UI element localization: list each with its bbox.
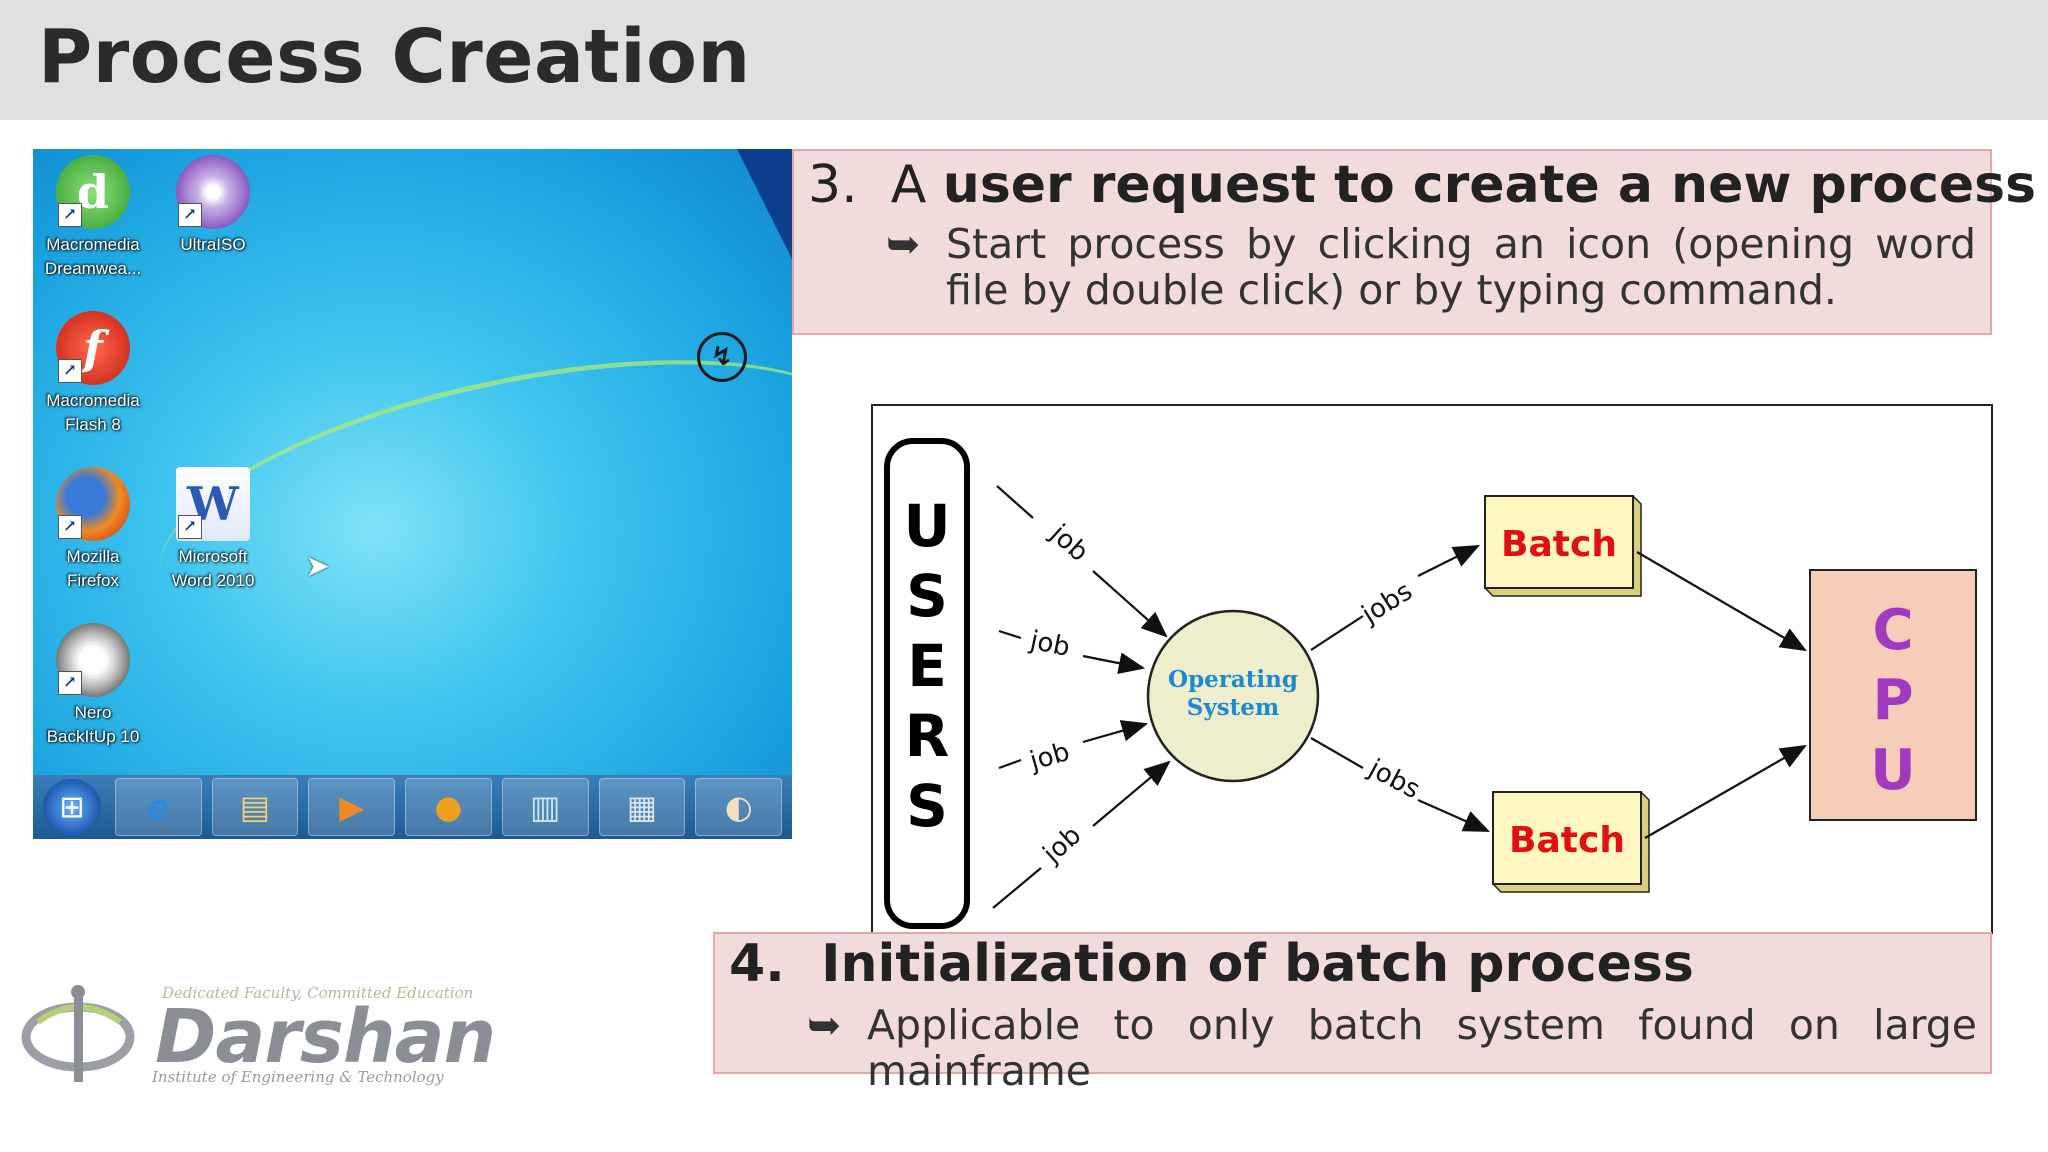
point-3-number: 3. bbox=[808, 155, 858, 215]
logo-tagline: Dedicated Faculty, Committed Education bbox=[162, 984, 474, 1002]
job-label: job bbox=[1027, 625, 1073, 663]
clock-gadget-icon[interactable]: ↯ bbox=[697, 332, 747, 382]
page-title: Process Creation bbox=[38, 14, 751, 100]
logo-name: Darshan bbox=[155, 994, 496, 1080]
desktop-icon-label: Mozilla Firefox bbox=[66, 547, 120, 590]
cpu-letter: C bbox=[1872, 598, 1913, 663]
taskbar-media-player-icon[interactable]: ▶ bbox=[308, 778, 396, 836]
batch-diagram-svg: U S E R S job job job job Operating S bbox=[884, 438, 1977, 929]
batch-to-cpu-arrow-top bbox=[1636, 551, 1807, 652]
dreamweaver-icon: d↗ bbox=[56, 155, 130, 229]
point-4-bold: Initialization of batch process bbox=[821, 934, 1694, 994]
desktop-icon-flash[interactable]: f↗ Macromedia Flash 8 bbox=[33, 311, 153, 437]
desktop-icon-label: Macromedia Flash 8 bbox=[46, 391, 140, 434]
batch-to-cpu-arrow-bottom bbox=[1644, 744, 1807, 839]
users-letter: R bbox=[905, 702, 950, 770]
desktop-icon-word[interactable]: W↗ Microsoft Word 2010 bbox=[153, 467, 273, 593]
job-label: job bbox=[1044, 518, 1094, 567]
point-4-heading: 4. Initialization of batch process bbox=[729, 934, 1694, 994]
os-label-line2: System bbox=[1187, 694, 1280, 721]
point-4-box: 4. Initialization of batch process ➥ App… bbox=[713, 932, 1992, 1094]
desktop-icon-label: UltraISO bbox=[180, 235, 246, 254]
job-arrow-3 bbox=[1082, 720, 1149, 744]
word-icon: W↗ bbox=[176, 467, 250, 541]
users-box bbox=[884, 438, 970, 929]
users-letter: U bbox=[903, 492, 950, 560]
taskbar: ⊞ e ▤ ▶ ● ▥ ▦ ◐ bbox=[33, 775, 792, 839]
jobs-line-top-a bbox=[1310, 615, 1364, 651]
cpu-box bbox=[1809, 569, 1977, 821]
jobs-label: jobs bbox=[1356, 576, 1418, 630]
job-label: job bbox=[1026, 737, 1073, 777]
start-button[interactable]: ⊞ bbox=[43, 779, 101, 835]
batch-diagram: U S E R S job job job job Operating S bbox=[871, 404, 1993, 934]
cpu-letter: P bbox=[1872, 668, 1913, 733]
point-3-bold: user request to create a new process bbox=[942, 155, 2037, 215]
users-letter: E bbox=[907, 632, 947, 700]
batch-box-top: Batch bbox=[1484, 495, 1642, 597]
job-line-2a bbox=[998, 629, 1022, 640]
desktop-icon-label: Nero BackItUp 10 bbox=[46, 703, 140, 746]
firefox-icon: ↗ bbox=[56, 467, 130, 541]
flash-icon: f↗ bbox=[56, 311, 130, 385]
point-3-box: 3. A user request to create a new proces… bbox=[792, 149, 2036, 335]
disc-icon: ↗ bbox=[176, 155, 250, 229]
job-arrow-1 bbox=[1092, 570, 1168, 638]
batch-box-bottom: Batch bbox=[1492, 791, 1650, 893]
taskbar-notepad-icon[interactable]: ▥ bbox=[501, 778, 589, 836]
jobs-arrow-bottom bbox=[1417, 798, 1491, 833]
taskbar-app-icon[interactable]: ● bbox=[405, 778, 492, 836]
batch-label: Batch bbox=[1509, 820, 1625, 861]
os-label-line1: Operating bbox=[1168, 666, 1298, 693]
point-4-number: 4. bbox=[729, 934, 785, 994]
job-arrow-4 bbox=[1092, 760, 1171, 827]
jobs-arrow-top bbox=[1417, 545, 1480, 577]
desktop-icon-label: Microsoft Word 2010 bbox=[171, 547, 255, 590]
bullet-arrow-icon: ➥ bbox=[886, 220, 921, 268]
desktop-icon-dreamweaver[interactable]: d↗ Macromedia Dreamwea... bbox=[33, 155, 153, 281]
title-bar: Process Creation bbox=[0, 0, 2048, 120]
point-4-text-line1: Applicable to only batch system found on… bbox=[867, 1001, 1977, 1049]
desktop-icon-ultraiso[interactable]: ↗ UltraISO bbox=[153, 155, 273, 257]
point-3-heading: 3. A user request to create a new proces… bbox=[808, 155, 2036, 215]
wallpaper-corner bbox=[737, 149, 792, 259]
point-3-lead: A bbox=[890, 155, 943, 215]
job-line-1a bbox=[996, 485, 1034, 519]
desktop-screenshot: d↗ Macromedia Dreamwea... ↗ UltraISO f↗ … bbox=[33, 149, 792, 839]
job-line-3a bbox=[998, 758, 1022, 770]
taskbar-paint-icon[interactable]: ◐ bbox=[695, 778, 783, 836]
batch-label: Batch bbox=[1501, 524, 1617, 565]
users-letter: S bbox=[906, 772, 948, 840]
bullet-arrow-icon: ➥ bbox=[807, 1001, 842, 1049]
darshan-emblem-icon bbox=[21, 985, 135, 1082]
point-3-text: Start process by clicking an icon (openi… bbox=[946, 220, 1976, 314]
jobs-line-bottom-a bbox=[1310, 737, 1364, 769]
mouse-cursor-icon: ➤ bbox=[305, 549, 331, 584]
desktop-icon-firefox[interactable]: ↗ Mozilla Firefox bbox=[33, 467, 153, 593]
job-label: job bbox=[1037, 820, 1087, 869]
darshan-logo: Dedicated Faculty, Committed Education D… bbox=[20, 982, 496, 1092]
users-letter: S bbox=[906, 562, 948, 630]
operating-system-circle bbox=[1146, 609, 1320, 783]
job-line-4a bbox=[992, 867, 1042, 909]
cpu-letter: U bbox=[1870, 738, 1915, 803]
desktop-icon-nero[interactable]: ↗ Nero BackItUp 10 bbox=[33, 623, 153, 749]
taskbar-explorer-icon[interactable]: ▤ bbox=[211, 778, 299, 836]
taskbar-calculator-icon[interactable]: ▦ bbox=[598, 778, 686, 836]
jobs-label: jobs bbox=[1363, 753, 1425, 805]
taskbar-ie-icon[interactable]: e bbox=[114, 778, 202, 836]
desktop-icon-label: Macromedia Dreamwea... bbox=[44, 235, 142, 278]
logo-institute: Institute of Engineering & Technology bbox=[152, 1068, 444, 1086]
job-arrow-2 bbox=[1082, 652, 1146, 675]
nero-icon: ↗ bbox=[56, 623, 130, 697]
point-4-text-line2: mainframe bbox=[867, 1047, 1092, 1095]
